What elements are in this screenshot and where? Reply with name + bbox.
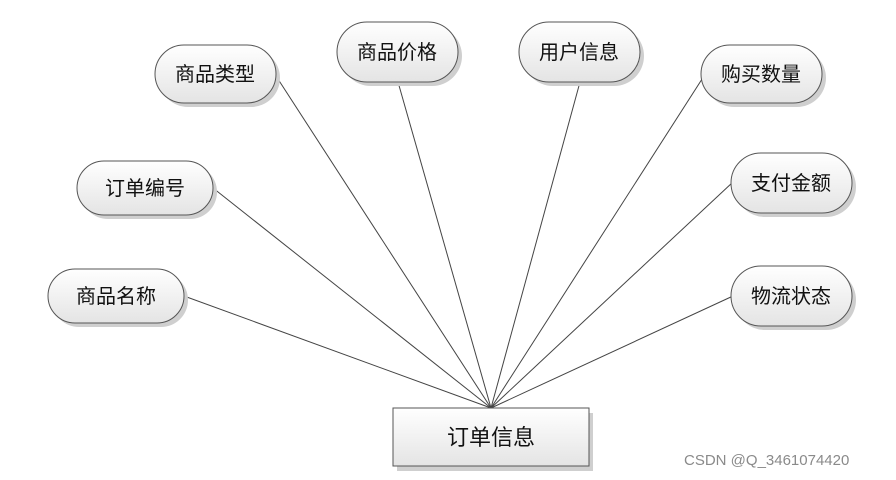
watermark: CSDN @Q_3461074420 <box>684 452 850 469</box>
attribute-node-purchase-quantity: 购买数量 <box>700 44 826 107</box>
connector-product-name <box>183 295 492 409</box>
attribute-label-order-number: 订单编号 <box>105 176 185 200</box>
entity-label: 订单信息 <box>447 426 535 451</box>
attribute-label-user-info: 用户信息 <box>539 40 619 64</box>
attribute-label-product-type: 商品类型 <box>175 62 255 86</box>
connector-product-price <box>397 81 492 409</box>
attribute-node-payment-amount: 支付金额 <box>730 152 856 217</box>
attribute-node-product-price: 商品价格 <box>336 21 462 86</box>
connector-logistics-status <box>490 295 734 409</box>
attribute-label-payment-amount: 支付金额 <box>751 171 831 195</box>
connector-order-number <box>212 187 492 409</box>
attribute-node-logistics-status: 物流状态 <box>730 265 856 330</box>
attribute-label-purchase-quantity: 购买数量 <box>721 62 801 86</box>
connector-user-info <box>490 81 581 409</box>
attribute-label-product-price: 商品价格 <box>357 40 437 64</box>
attribute-node-user-info: 用户信息 <box>518 21 644 86</box>
attribute-label-product-name: 商品名称 <box>76 284 156 308</box>
attribute-node-order-number: 订单编号 <box>76 160 217 219</box>
entity-node-order-info: 订单信息 <box>392 407 593 471</box>
connector-payment-amount <box>490 181 734 409</box>
attribute-node-product-type: 商品类型 <box>154 44 280 107</box>
connector-lines <box>183 75 734 409</box>
attribute-label-logistics-status: 物流状态 <box>751 284 831 308</box>
connector-purchase-quantity <box>490 75 705 409</box>
attribute-node-product-name: 商品名称 <box>47 268 188 327</box>
connector-product-type <box>275 75 492 409</box>
